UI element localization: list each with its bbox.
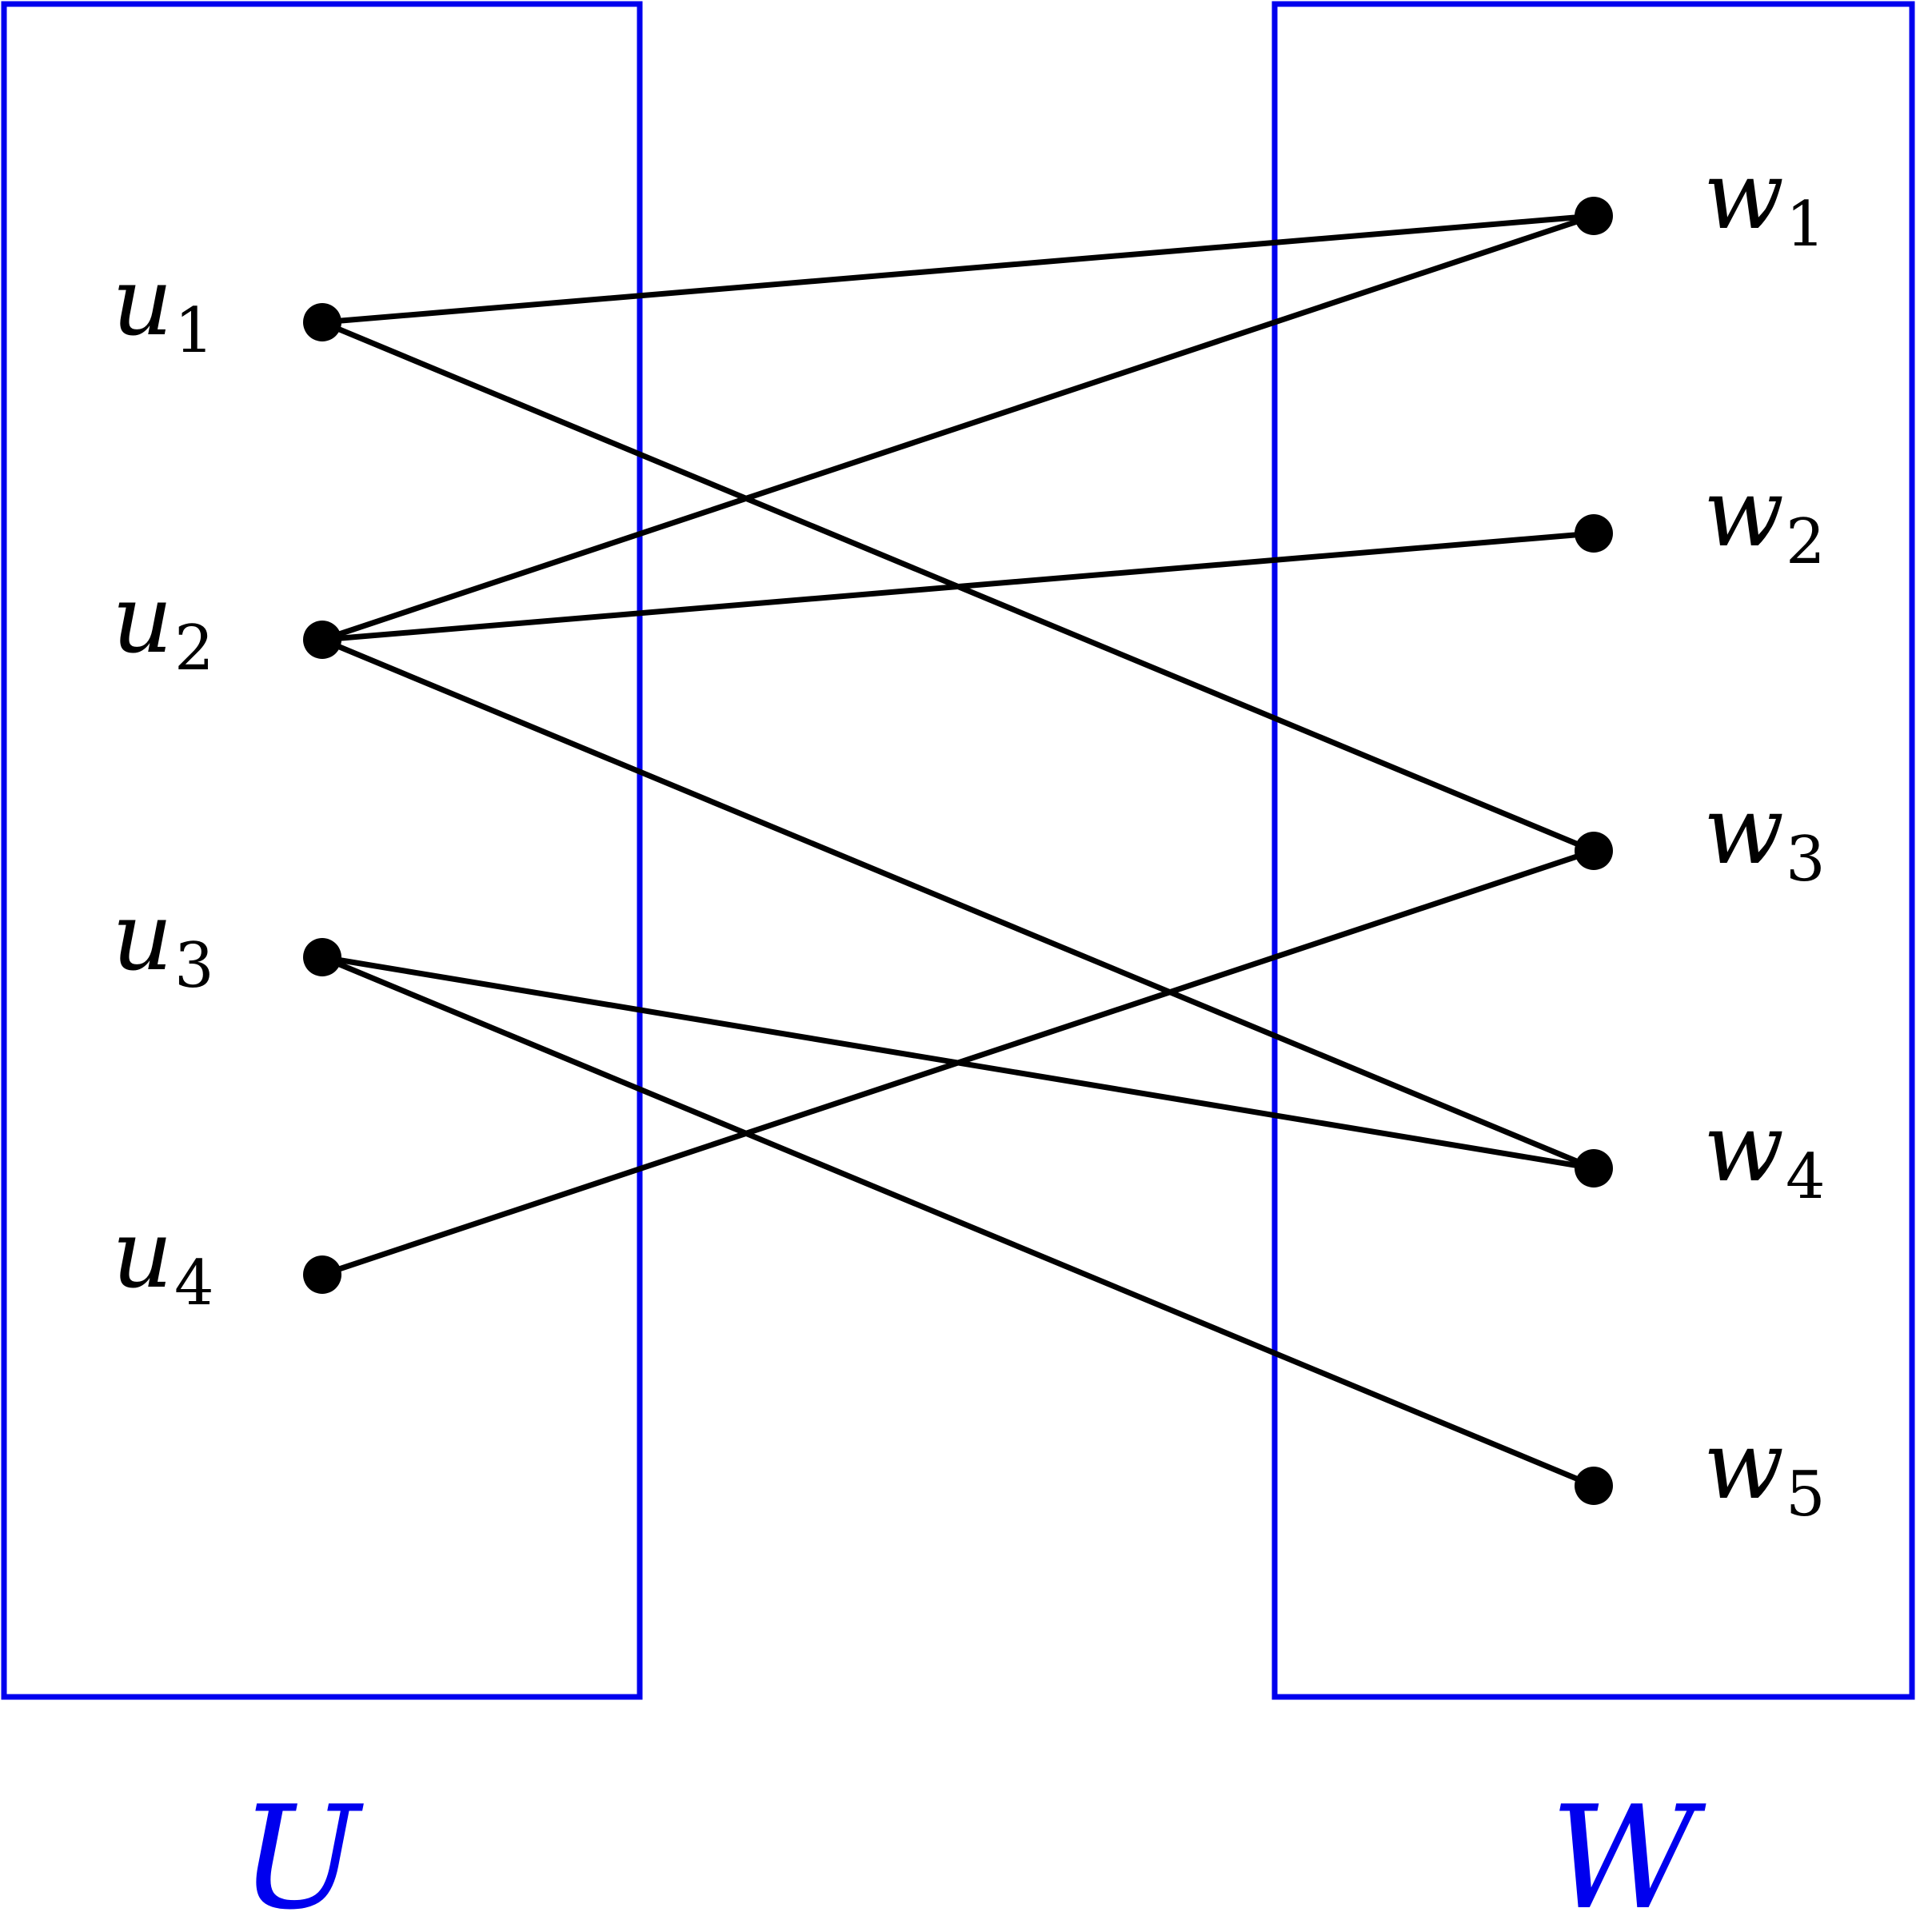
set-box-u <box>1 1 643 1700</box>
edge-u1-w1 <box>319 213 1597 325</box>
vertex-label-subscript: 1 <box>174 295 214 367</box>
edge-u2-w2 <box>319 530 1597 643</box>
vertex-label-base: u <box>112 881 173 992</box>
edge-u2-w1 <box>319 213 1597 643</box>
vertex-label-subscript: 4 <box>174 1247 214 1319</box>
vertex-label-u2: u2 <box>112 564 214 685</box>
edge-u3-w5 <box>319 954 1597 1489</box>
vertex-w5 <box>1575 1467 1613 1505</box>
edge-u2-w4 <box>319 637 1597 1172</box>
vertex-u1 <box>303 303 341 341</box>
vertex-label-subscript: 1 <box>1786 189 1826 261</box>
vertex-label-base: u <box>112 564 173 674</box>
set-label-w: W <box>1551 1775 1707 1932</box>
vertex-label-w3: w3 <box>1703 775 1826 896</box>
vertex-label-base: w <box>1703 1410 1784 1520</box>
vertex-label-u3: u3 <box>112 881 214 1002</box>
vertex-label-base: w <box>1703 775 1784 885</box>
vertex-label-w4: w4 <box>1703 1092 1826 1213</box>
vertex-label-u4: u4 <box>112 1199 214 1319</box>
edge-u4-w3 <box>319 848 1597 1278</box>
set-label-u: U <box>240 1775 364 1932</box>
vertex-label-base: u <box>112 246 173 357</box>
vertex-u3 <box>303 938 341 976</box>
vertex-label-subscript: 2 <box>174 613 214 685</box>
vertex-label-base: w <box>1703 1092 1784 1203</box>
vertex-w4 <box>1575 1149 1613 1188</box>
vertex-label-subscript: 3 <box>1786 824 1826 896</box>
vertex-w3 <box>1575 832 1613 870</box>
edge-layer <box>319 213 1597 1489</box>
vertex-label-base: u <box>112 1199 173 1309</box>
vertex-w2 <box>1575 514 1613 553</box>
vertex-label-subscript: 4 <box>1786 1141 1826 1213</box>
vertex-label-subscript: 5 <box>1786 1459 1826 1531</box>
vertex-u4 <box>303 1255 341 1294</box>
vertex-label-base: w <box>1703 457 1784 568</box>
vertex-label-w1: w1 <box>1703 140 1826 261</box>
vertex-label-w2: w2 <box>1703 457 1826 578</box>
vertex-layer <box>303 197 1613 1505</box>
vertex-label-subscript: 2 <box>1786 506 1826 578</box>
vertex-u2 <box>303 621 341 659</box>
vertex-label-w5: w5 <box>1703 1410 1826 1531</box>
vertex-label-u1: u1 <box>112 246 214 367</box>
set-box-w <box>1271 1 1915 1700</box>
vertex-label-base: w <box>1703 140 1784 250</box>
vertex-label-subscript: 3 <box>174 930 214 1002</box>
vertex-w1 <box>1575 197 1613 235</box>
